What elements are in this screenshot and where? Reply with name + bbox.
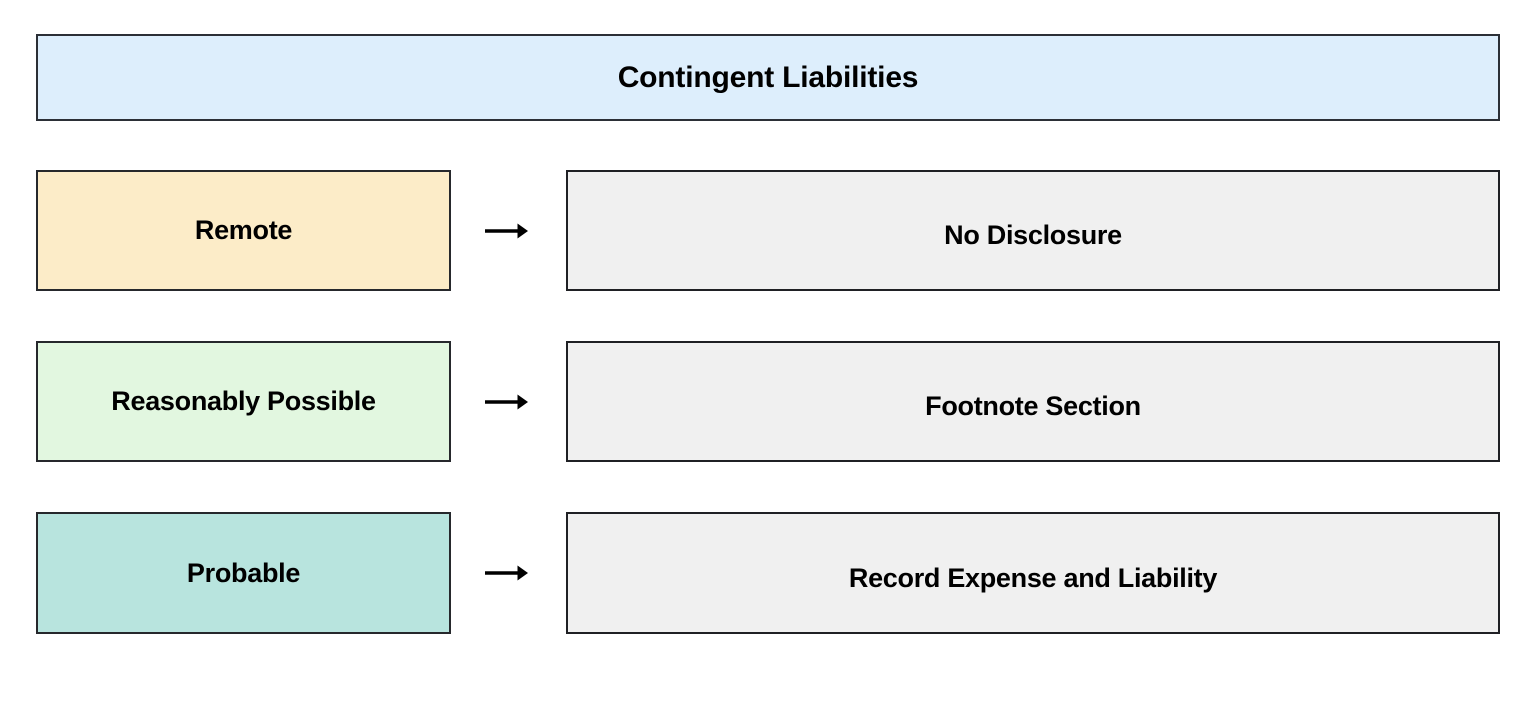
treatment-label: Record Expense and Liability (848, 562, 1218, 593)
flow-row-probable: Probable Record Expense and Liability (0, 512, 1536, 634)
flow-row-reasonably-possible: Reasonably Possible Footnote Section (0, 341, 1536, 462)
likelihood-label: Probable (186, 557, 301, 588)
treatment-label: No Disclosure (944, 220, 1122, 250)
treatment-box-no-disclosure[interactable]: No Disclosure (566, 170, 1500, 291)
likelihood-box-remote[interactable]: Remote (36, 170, 451, 291)
flow-row-remote: Remote No Disclosure (0, 170, 1536, 291)
right-arrow-icon (451, 512, 566, 634)
likelihood-label: Remote (194, 215, 293, 245)
likelihood-box-probable[interactable]: Probable (36, 512, 451, 634)
treatment-box-record-expense-and-liability[interactable]: Record Expense and Liability (566, 512, 1500, 634)
header-box: Contingent Liabilities (36, 34, 1500, 121)
diagram-title: Contingent Liabilities (617, 60, 919, 94)
right-arrow-icon (451, 341, 566, 462)
treatment-box-footnote-section[interactable]: Footnote Section (566, 341, 1500, 462)
right-arrow-icon (451, 170, 566, 291)
likelihood-label: Reasonably Possible (111, 386, 376, 416)
likelihood-box-reasonably-possible[interactable]: Reasonably Possible (36, 341, 451, 462)
treatment-label: Footnote Section (925, 391, 1141, 421)
